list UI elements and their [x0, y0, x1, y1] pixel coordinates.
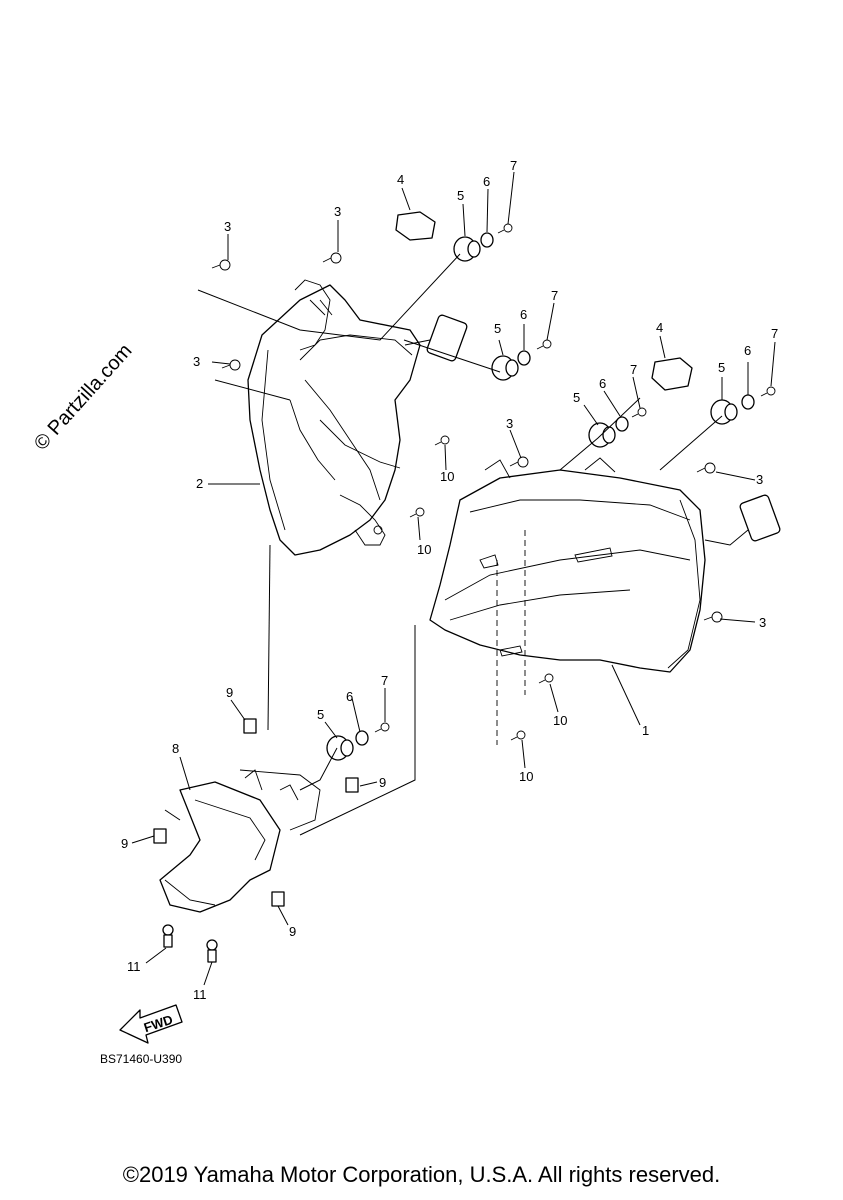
callout-8: 8: [172, 741, 179, 756]
fwd-arrow: FWD: [119, 1004, 183, 1044]
part-1-headlight-assembly: [429, 457, 781, 673]
callout-6: 6: [346, 689, 353, 704]
part-2-headlight-bracket: [247, 279, 468, 556]
callout-11: 11: [127, 959, 141, 974]
callout-1: 1: [642, 723, 649, 738]
callout-5: 5: [457, 188, 464, 203]
diagram-code: BS71460-U390: [100, 1052, 183, 1066]
callout-4: 4: [397, 172, 404, 187]
callout-4: 4: [656, 320, 663, 335]
copyright-text: ©2019 Yamaha Motor Corporation, U.S.A. A…: [122, 1162, 721, 1187]
callout-7: 7: [630, 362, 637, 377]
callout-3: 3: [756, 472, 763, 487]
part-4-pad-left: [395, 211, 436, 241]
callout-7: 7: [510, 158, 517, 173]
callout-labels: 1 2 3 3 3 3 3 3 4 4 5 5 5 5 5 6 6 6 6 6 …: [121, 158, 778, 1002]
callout-6: 6: [744, 343, 751, 358]
callout-7: 7: [381, 673, 388, 688]
callout-6: 6: [599, 376, 606, 391]
callout-2: 2: [196, 476, 203, 491]
callout-10: 10: [553, 713, 567, 728]
callout-9: 9: [289, 924, 296, 939]
callout-5: 5: [494, 321, 501, 336]
callout-3: 3: [224, 219, 231, 234]
callout-3: 3: [759, 615, 766, 630]
callout-9: 9: [226, 685, 233, 700]
callout-6: 6: [483, 174, 490, 189]
callout-10: 10: [440, 469, 454, 484]
callout-3: 3: [193, 354, 200, 369]
callout-3: 3: [506, 416, 513, 431]
callout-5: 5: [573, 390, 580, 405]
leader-lines: [131, 171, 776, 986]
callout-9: 9: [379, 775, 386, 790]
part-4-pad-right: [651, 357, 693, 391]
callout-7: 7: [551, 288, 558, 303]
callout-11: 11: [193, 987, 207, 1002]
part-8-lower-bracket: [159, 769, 321, 913]
callout-3: 3: [334, 204, 341, 219]
callout-10: 10: [519, 769, 533, 784]
callout-5: 5: [317, 707, 324, 722]
callout-9: 9: [121, 836, 128, 851]
callout-6: 6: [520, 307, 527, 322]
callout-10: 10: [417, 542, 431, 557]
callout-5: 5: [718, 360, 725, 375]
callout-7: 7: [771, 326, 778, 341]
